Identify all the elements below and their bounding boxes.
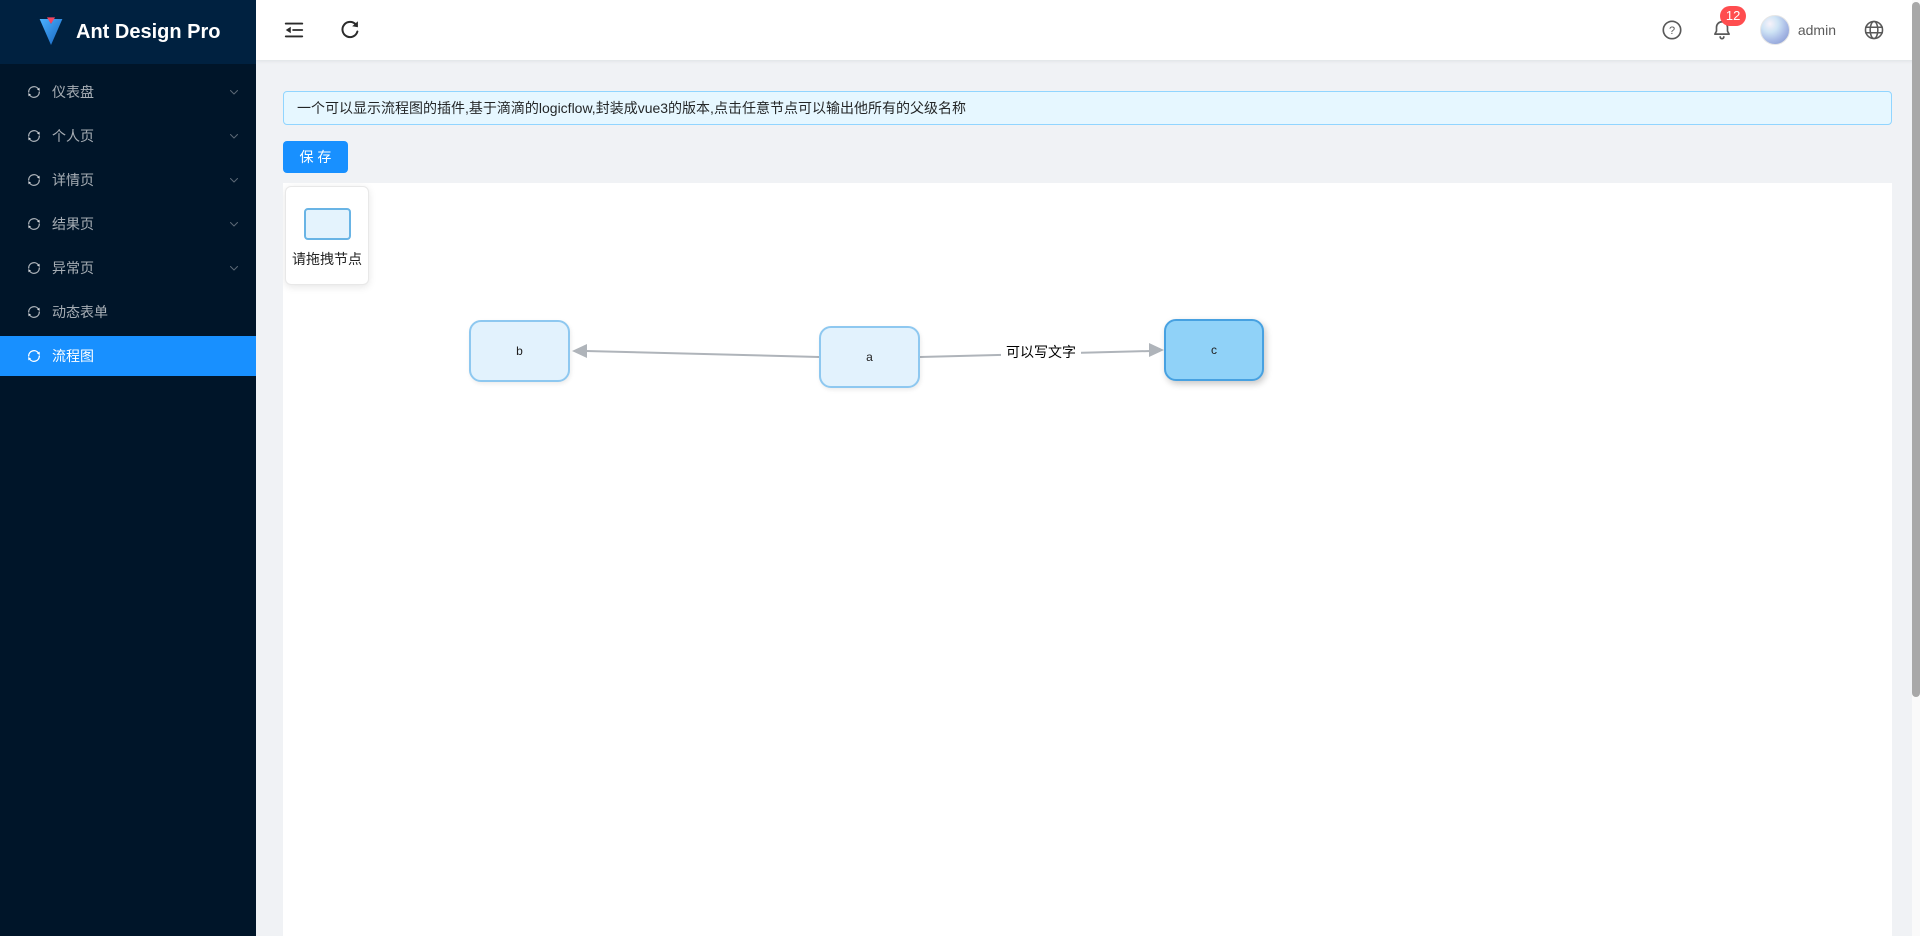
- chevron-down-icon: [230, 222, 238, 227]
- sync-icon: [28, 130, 40, 142]
- node-label: c: [1211, 343, 1217, 357]
- node-label: b: [516, 344, 523, 358]
- sidebar-item-detail[interactable]: 详情页: [0, 160, 256, 200]
- sidebar-item-label: 个人页: [52, 128, 94, 144]
- chevron-down-icon: [230, 266, 238, 271]
- chevron-down-icon: [230, 134, 238, 139]
- page-scrollbar-track: [1912, 0, 1920, 936]
- flow-node-c[interactable]: c: [1164, 319, 1264, 381]
- notification-bell-icon[interactable]: 12: [1710, 6, 1747, 42]
- sidebar-item-result[interactable]: 结果页: [0, 204, 256, 244]
- sync-icon: [28, 306, 40, 318]
- sync-icon: [28, 174, 40, 186]
- info-alert: 一个可以显示流程图的插件,基于滴滴的logicflow,封装成vue3的版本,点…: [283, 91, 1892, 125]
- sidebar-item-exception[interactable]: 异常页: [0, 248, 256, 288]
- sync-icon: [28, 218, 40, 230]
- flow-node-a[interactable]: a: [819, 326, 920, 388]
- sidebar-item-profile[interactable]: 个人页: [0, 116, 256, 156]
- username: admin: [1797, 22, 1836, 38]
- flow-node-b[interactable]: b: [469, 320, 570, 382]
- sidebar: Ant Design Pro 仪表盘 个人页 详情页 结果页 异常页: [0, 0, 256, 936]
- node-label: a: [866, 350, 873, 364]
- edge-text-label[interactable]: 可以写文字: [1001, 341, 1081, 363]
- main-content: 一个可以显示流程图的插件,基于滴滴的logicflow,封装成vue3的版本,点…: [256, 60, 1920, 936]
- save-button[interactable]: 保 存: [283, 141, 348, 173]
- node-palette: 请拖拽节点: [285, 186, 369, 285]
- palette-label: 请拖拽节点: [292, 251, 362, 267]
- sidebar-item-label: 流程图: [52, 348, 94, 364]
- flowchart-canvas[interactable]: 请拖拽节点 b a c 可以写文字: [283, 183, 1892, 936]
- sidebar-item-label: 异常页: [52, 260, 94, 276]
- avatar: [1759, 15, 1790, 45]
- ant-design-logo-icon: [39, 17, 63, 45]
- sync-icon: [28, 262, 40, 274]
- sync-icon: [28, 86, 40, 98]
- top-header: ? 12 admin: [256, 0, 1920, 60]
- sync-icon: [28, 350, 40, 362]
- sidebar-item-dynamic-form[interactable]: 动态表单: [0, 292, 256, 332]
- menu-fold-icon[interactable]: [282, 18, 306, 42]
- sidebar-item-label: 仪表盘: [52, 84, 94, 100]
- sidebar-item-label: 结果页: [52, 216, 94, 232]
- help-icon[interactable]: ?: [1660, 18, 1684, 42]
- chevron-down-icon: [230, 178, 238, 183]
- sidebar-item-label: 动态表单: [52, 304, 108, 320]
- language-globe-icon[interactable]: [1862, 18, 1886, 42]
- sidebar-menu: 仪表盘 个人页 详情页 结果页 异常页 动态表单 流程: [0, 64, 256, 376]
- flow-edges[interactable]: [283, 183, 1293, 483]
- sidebar-item-label: 详情页: [52, 172, 94, 188]
- sidebar-item-flowchart[interactable]: 流程图: [0, 336, 256, 376]
- draggable-node-template[interactable]: [303, 208, 351, 240]
- chevron-down-icon: [230, 90, 238, 95]
- logo[interactable]: Ant Design Pro: [0, 0, 256, 64]
- app-title: Ant Design Pro: [76, 20, 221, 43]
- svg-text:?: ?: [1669, 25, 1675, 37]
- notification-badge: 12: [1719, 6, 1747, 26]
- reload-icon[interactable]: [338, 18, 362, 42]
- sidebar-item-dashboard[interactable]: 仪表盘: [0, 72, 256, 112]
- page-scrollbar-thumb[interactable]: [1912, 2, 1920, 697]
- user-menu[interactable]: admin: [1759, 15, 1836, 45]
